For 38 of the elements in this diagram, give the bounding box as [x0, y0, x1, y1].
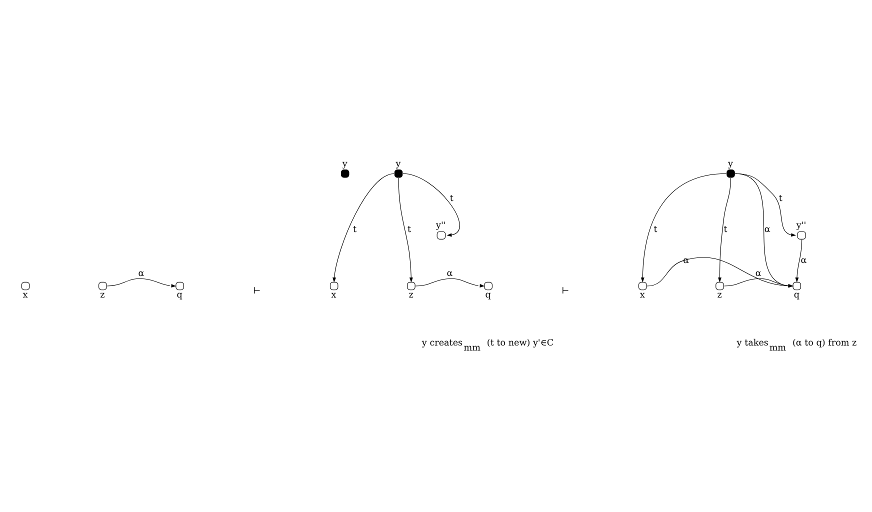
- arrow: [640, 173, 727, 282]
- edge-label: t: [654, 224, 658, 235]
- edge-label: t: [450, 194, 454, 204]
- arrow: [646, 257, 794, 288]
- node-label: z: [100, 290, 105, 300]
- arrow: [415, 278, 485, 288]
- arrow: [106, 278, 176, 288]
- label: ⊢: [253, 286, 261, 297]
- arrow: [795, 239, 802, 282]
- node-label: q: [176, 290, 182, 300]
- edge-label: t: [778, 194, 782, 204]
- edge-label: α: [446, 269, 453, 279]
- node-label: q: [485, 290, 491, 300]
- node-label: y: [728, 159, 733, 170]
- node-label: x: [331, 290, 336, 300]
- arrow: [718, 178, 732, 282]
- node-label: y: [342, 159, 348, 170]
- edge-label: α: [755, 269, 762, 279]
- label: ⊢: [562, 286, 570, 297]
- node-label: z: [717, 290, 722, 300]
- arrow: [398, 178, 413, 282]
- edge-label: t: [352, 224, 357, 235]
- node-label: y: [396, 159, 401, 170]
- node-label: x: [640, 290, 645, 300]
- edge-label: α: [764, 224, 770, 235]
- node-label: z: [408, 290, 414, 300]
- edge-label: t: [408, 224, 412, 235]
- edge-label: t: [724, 224, 728, 235]
- arrow: [734, 173, 794, 288]
- node-label: y'': [796, 221, 806, 232]
- edge-label: α: [800, 256, 807, 266]
- arrow: [402, 173, 460, 237]
- node-label: x: [22, 290, 28, 300]
- node-label: y'': [436, 221, 446, 232]
- arrow: [724, 278, 794, 288]
- edge-label: α: [138, 269, 144, 279]
- node-label: q: [794, 290, 800, 300]
- arrow: [332, 173, 394, 282]
